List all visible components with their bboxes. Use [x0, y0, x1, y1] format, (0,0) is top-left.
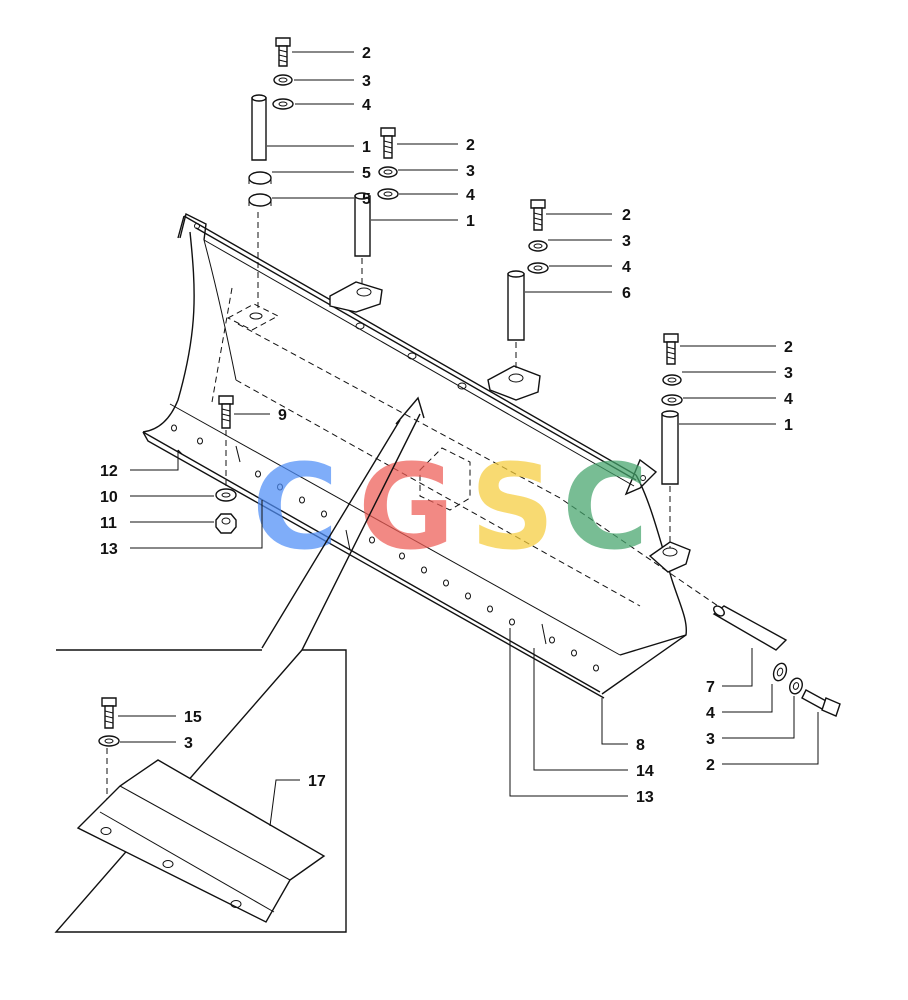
- hardware-stack-b: [354, 127, 399, 286]
- callout-label: 8: [636, 737, 645, 754]
- callout-label: 1: [362, 139, 371, 156]
- watermark-letter-2: G: [358, 438, 455, 576]
- callout-label: 7: [706, 679, 715, 696]
- callout-label: 1: [466, 213, 475, 230]
- detail-inset: [54, 649, 347, 933]
- hardware-stack-f: [712, 605, 841, 717]
- callout-label: 3: [784, 365, 793, 382]
- callout-label: 3: [362, 73, 371, 90]
- callout-label: 6: [622, 285, 631, 302]
- callout-label: 5: [362, 191, 371, 208]
- leader-lines: [118, 51, 819, 827]
- callout-label: 13: [100, 541, 118, 558]
- callout-label: 3: [184, 735, 193, 752]
- callout-label: 2: [466, 137, 475, 154]
- callout-label: 3: [466, 163, 475, 180]
- detail-arrow: [261, 396, 425, 651]
- callout-labels: 2 3 4 1 5 5 2 3 4 1 2 3 4 6 2 3 4 1 9 12…: [100, 45, 793, 806]
- watermark: C G S C: [252, 438, 649, 576]
- callout-label: 3: [622, 233, 631, 250]
- callout-label: 12: [100, 463, 118, 480]
- callout-label: 15: [184, 709, 202, 726]
- callout-label: 9: [278, 407, 287, 424]
- callout-label: 1: [784, 417, 793, 434]
- watermark-letter-1: C: [252, 438, 339, 576]
- callout-label: 11: [100, 515, 117, 532]
- callout-label: 4: [706, 705, 715, 722]
- hardware-stack-c: [507, 199, 549, 372]
- callout-label: 3: [706, 731, 715, 748]
- callout-label: 4: [466, 187, 475, 204]
- callout-label: 4: [362, 97, 371, 114]
- callout-label: 2: [622, 207, 631, 224]
- callout-label: 14: [636, 763, 654, 780]
- callout-label: 4: [784, 391, 793, 408]
- watermark-letter-4: C: [562, 438, 649, 576]
- callout-label: 2: [706, 757, 715, 774]
- callout-label: 2: [362, 45, 371, 62]
- callout-label: 17: [308, 773, 326, 790]
- callout-label: 5: [362, 165, 371, 182]
- hardware-stack-a: [248, 37, 294, 310]
- dozer-blade: [142, 212, 719, 699]
- watermark-letter-3: S: [470, 438, 555, 576]
- hardware-stack-d: [661, 333, 683, 548]
- callout-label: 2: [784, 339, 793, 356]
- hardware-stack-e: [215, 395, 237, 534]
- callout-label: 13: [636, 789, 654, 806]
- callout-label: 10: [100, 489, 118, 506]
- callout-label: 4: [622, 259, 631, 276]
